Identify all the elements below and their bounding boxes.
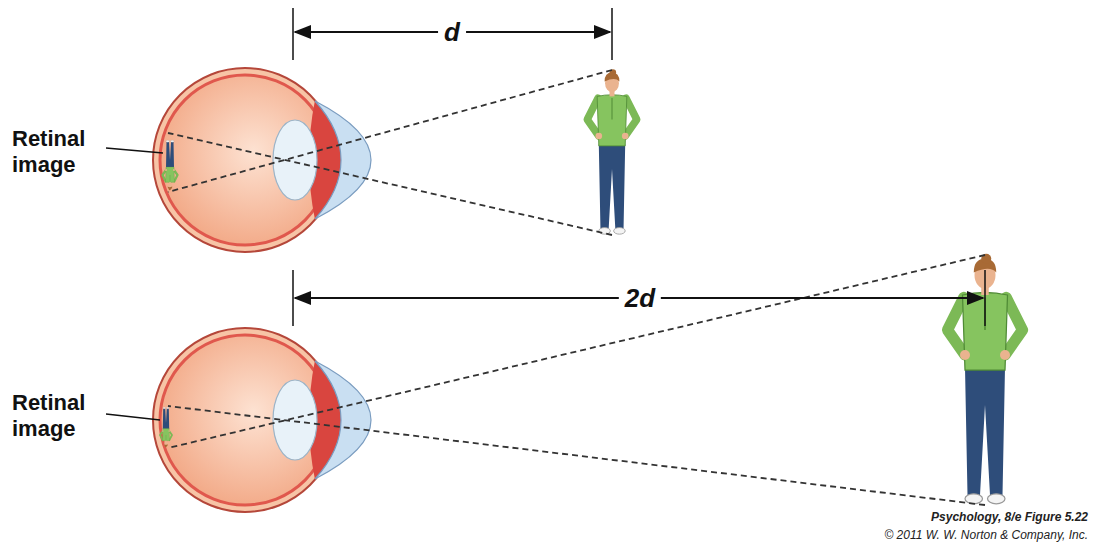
light-ray [168,133,612,235]
part-label: Retinal image [12,126,112,179]
eye [153,68,371,252]
leader-line [106,414,160,420]
light-ray [168,70,612,192]
figure-credit: Psychology, 8/e Figure 5.22 [931,510,1088,524]
dimension-tick [611,8,613,60]
dimension-tick [984,270,986,326]
eye [153,328,371,512]
retinal-image-figure [163,140,178,190]
leader-line [106,148,163,153]
copyright-notice: © 2011 W. W. Norton & Company, Inc. [884,528,1088,542]
dimension-label: d [438,19,466,45]
woman-figure [948,254,1023,504]
dimension-label: 2d [619,285,661,311]
part-label: Retinal image [12,390,112,443]
dimension-tick [292,270,294,326]
light-ray [168,406,985,505]
retinal-image-figure [160,407,172,447]
dimension-tick [292,8,294,60]
light-ray [168,255,985,448]
woman-figure [587,69,637,234]
